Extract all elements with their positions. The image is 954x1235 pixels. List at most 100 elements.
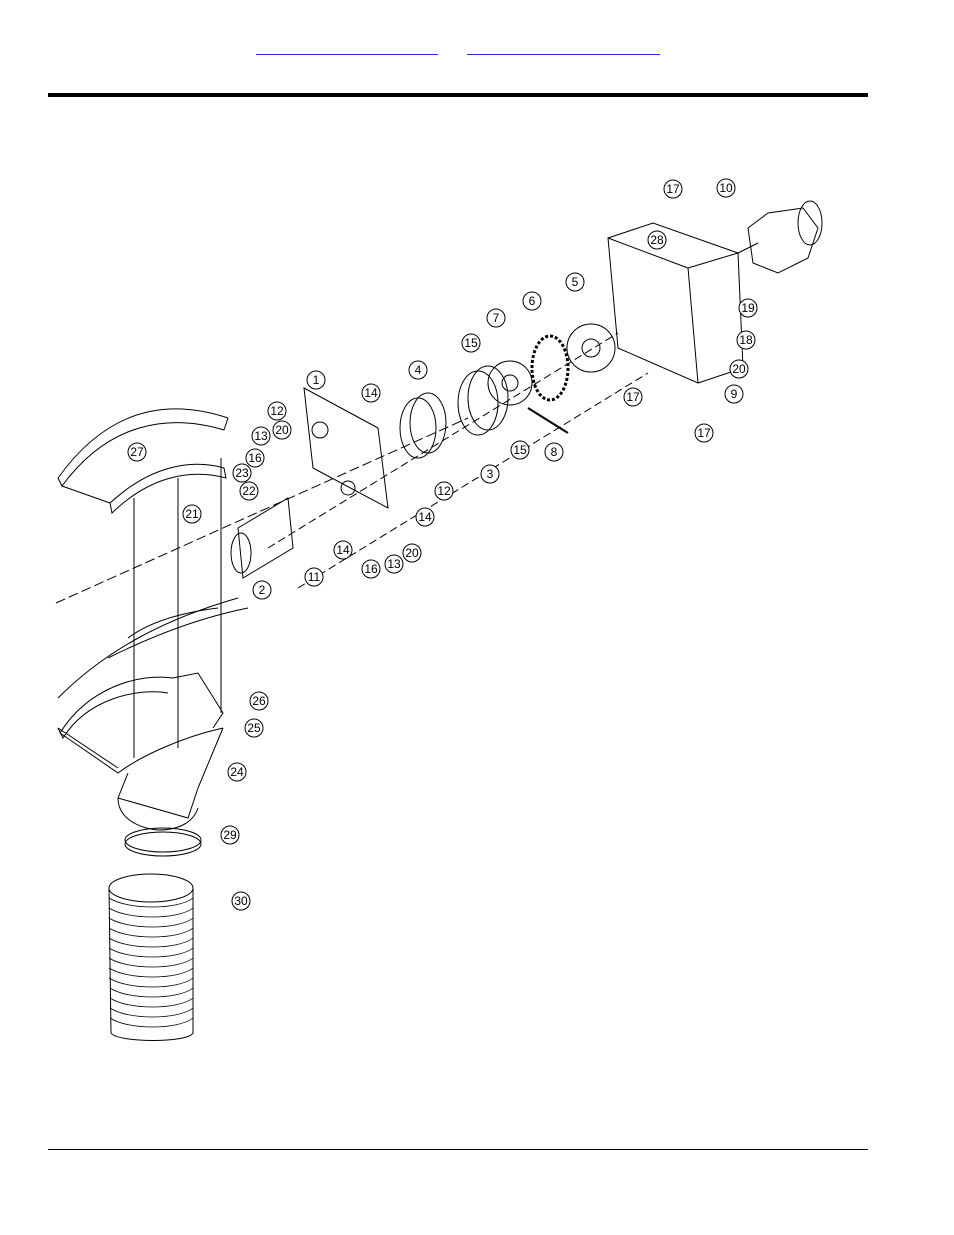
svg-text:2: 2 (259, 583, 266, 597)
svg-text:12: 12 (437, 484, 451, 498)
svg-text:14: 14 (418, 510, 432, 524)
bearing-housing (237, 497, 294, 579)
callout-24: 24 (227, 762, 247, 782)
svg-text:20: 20 (275, 423, 289, 437)
callout-9: 9 (724, 384, 744, 404)
chain-guard (607, 237, 699, 384)
svg-text:29: 29 (223, 828, 237, 842)
svg-text:27: 27 (130, 445, 144, 459)
svg-text:15: 15 (464, 336, 478, 350)
callout-28: 28 (647, 230, 667, 250)
callout-27: 27 (127, 442, 147, 462)
callout-6: 6 (522, 291, 542, 311)
callout-21: 21 (182, 504, 202, 524)
callout-8: 8 (544, 442, 564, 462)
callout-16a: 16 (245, 448, 265, 468)
svg-text:14: 14 (364, 386, 378, 400)
svg-text:19: 19 (741, 301, 755, 315)
svg-text:8: 8 (551, 445, 558, 459)
callout-17b: 17 (623, 387, 643, 407)
shaft-key (527, 407, 569, 434)
svg-text:18: 18 (739, 333, 753, 347)
spout-body (117, 772, 199, 819)
callout-10: 10 (716, 178, 736, 198)
callout-13b: 13 (384, 554, 404, 574)
callout-23: 23 (232, 463, 252, 483)
callout-4: 4 (408, 360, 428, 380)
callout-26: 26 (249, 691, 269, 711)
hose-clamp (124, 827, 202, 853)
header-link-2[interactable] (467, 40, 660, 55)
svg-text:4: 4 (415, 363, 422, 377)
callout-13a: 13 (251, 426, 271, 446)
callout-20c: 20 (729, 359, 749, 379)
svg-text:13: 13 (387, 557, 401, 571)
header-link-1[interactable] (256, 40, 438, 55)
header-rule (48, 93, 868, 97)
callout-20b: 20 (402, 543, 422, 563)
callout-11: 11 (304, 567, 324, 587)
callout-18: 18 (736, 330, 756, 350)
callout-7: 7 (486, 308, 506, 328)
svg-text:16: 16 (248, 451, 262, 465)
callout-19: 19 (738, 298, 758, 318)
shell-cover-edge (57, 408, 229, 479)
callout-16b: 16 (361, 559, 381, 579)
callout-14a: 14 (361, 383, 381, 403)
sprocket-7 (487, 360, 533, 406)
svg-text:26: 26 (252, 694, 266, 708)
svg-text:13: 13 (254, 429, 268, 443)
callout-15b: 15 (510, 440, 530, 460)
callout-12b: 12 (434, 481, 454, 501)
callout-14b: 14 (415, 507, 435, 527)
callout-22: 22 (239, 481, 259, 501)
svg-text:1: 1 (313, 373, 320, 387)
callout-1: 1 (306, 370, 326, 390)
svg-text:11: 11 (308, 570, 321, 584)
svg-text:14: 14 (336, 543, 350, 557)
svg-text:16: 16 (364, 562, 378, 576)
drive-plate (303, 387, 389, 509)
callout-17a: 17 (663, 179, 683, 199)
svg-text:20: 20 (405, 546, 419, 560)
svg-text:17: 17 (626, 390, 640, 404)
svg-text:20: 20 (732, 362, 746, 376)
svg-text:22: 22 (242, 484, 256, 498)
shell-cover-flange (109, 463, 227, 514)
svg-text:17: 17 (666, 182, 680, 196)
exploded-parts-diagram: 1 2 3 4 5 6 7 8 9 10 11 12 12 13 13 14 1… (48, 168, 838, 1053)
svg-text:21: 21 (185, 507, 199, 521)
svg-text:24: 24 (230, 765, 244, 779)
sprocket-5 (566, 323, 616, 373)
svg-text:30: 30 (234, 894, 248, 908)
svg-text:6: 6 (529, 294, 536, 308)
callout-30: 30 (231, 891, 251, 911)
flex-hose (108, 873, 194, 903)
callout-5: 5 (565, 272, 585, 292)
svg-text:17: 17 (697, 426, 711, 440)
bearing-4 (399, 397, 437, 459)
svg-text:7: 7 (493, 311, 500, 325)
callout-layer: 1 2 3 4 5 6 7 8 9 10 11 12 12 13 13 14 1… (127, 178, 758, 911)
callout-2: 2 (252, 580, 272, 600)
svg-text:15: 15 (513, 443, 527, 457)
callout-20a: 20 (272, 420, 292, 440)
footer-rule (48, 1149, 868, 1150)
callout-14c: 14 (333, 540, 353, 560)
svg-text:12: 12 (270, 404, 284, 418)
callout-17c: 17 (694, 423, 714, 443)
svg-text:3: 3 (487, 467, 494, 481)
callout-29: 29 (220, 825, 240, 845)
callout-25: 25 (244, 718, 264, 738)
svg-text:25: 25 (247, 721, 261, 735)
callout-12a: 12 (267, 401, 287, 421)
svg-text:10: 10 (719, 181, 733, 195)
hydraulic-motor (747, 207, 819, 274)
callout-3: 3 (480, 464, 500, 484)
bearing-3 (457, 370, 499, 436)
svg-text:28: 28 (650, 233, 664, 247)
svg-text:5: 5 (572, 275, 579, 289)
svg-text:9: 9 (731, 387, 738, 401)
callout-15a: 15 (461, 333, 481, 353)
svg-text:23: 23 (235, 466, 249, 480)
